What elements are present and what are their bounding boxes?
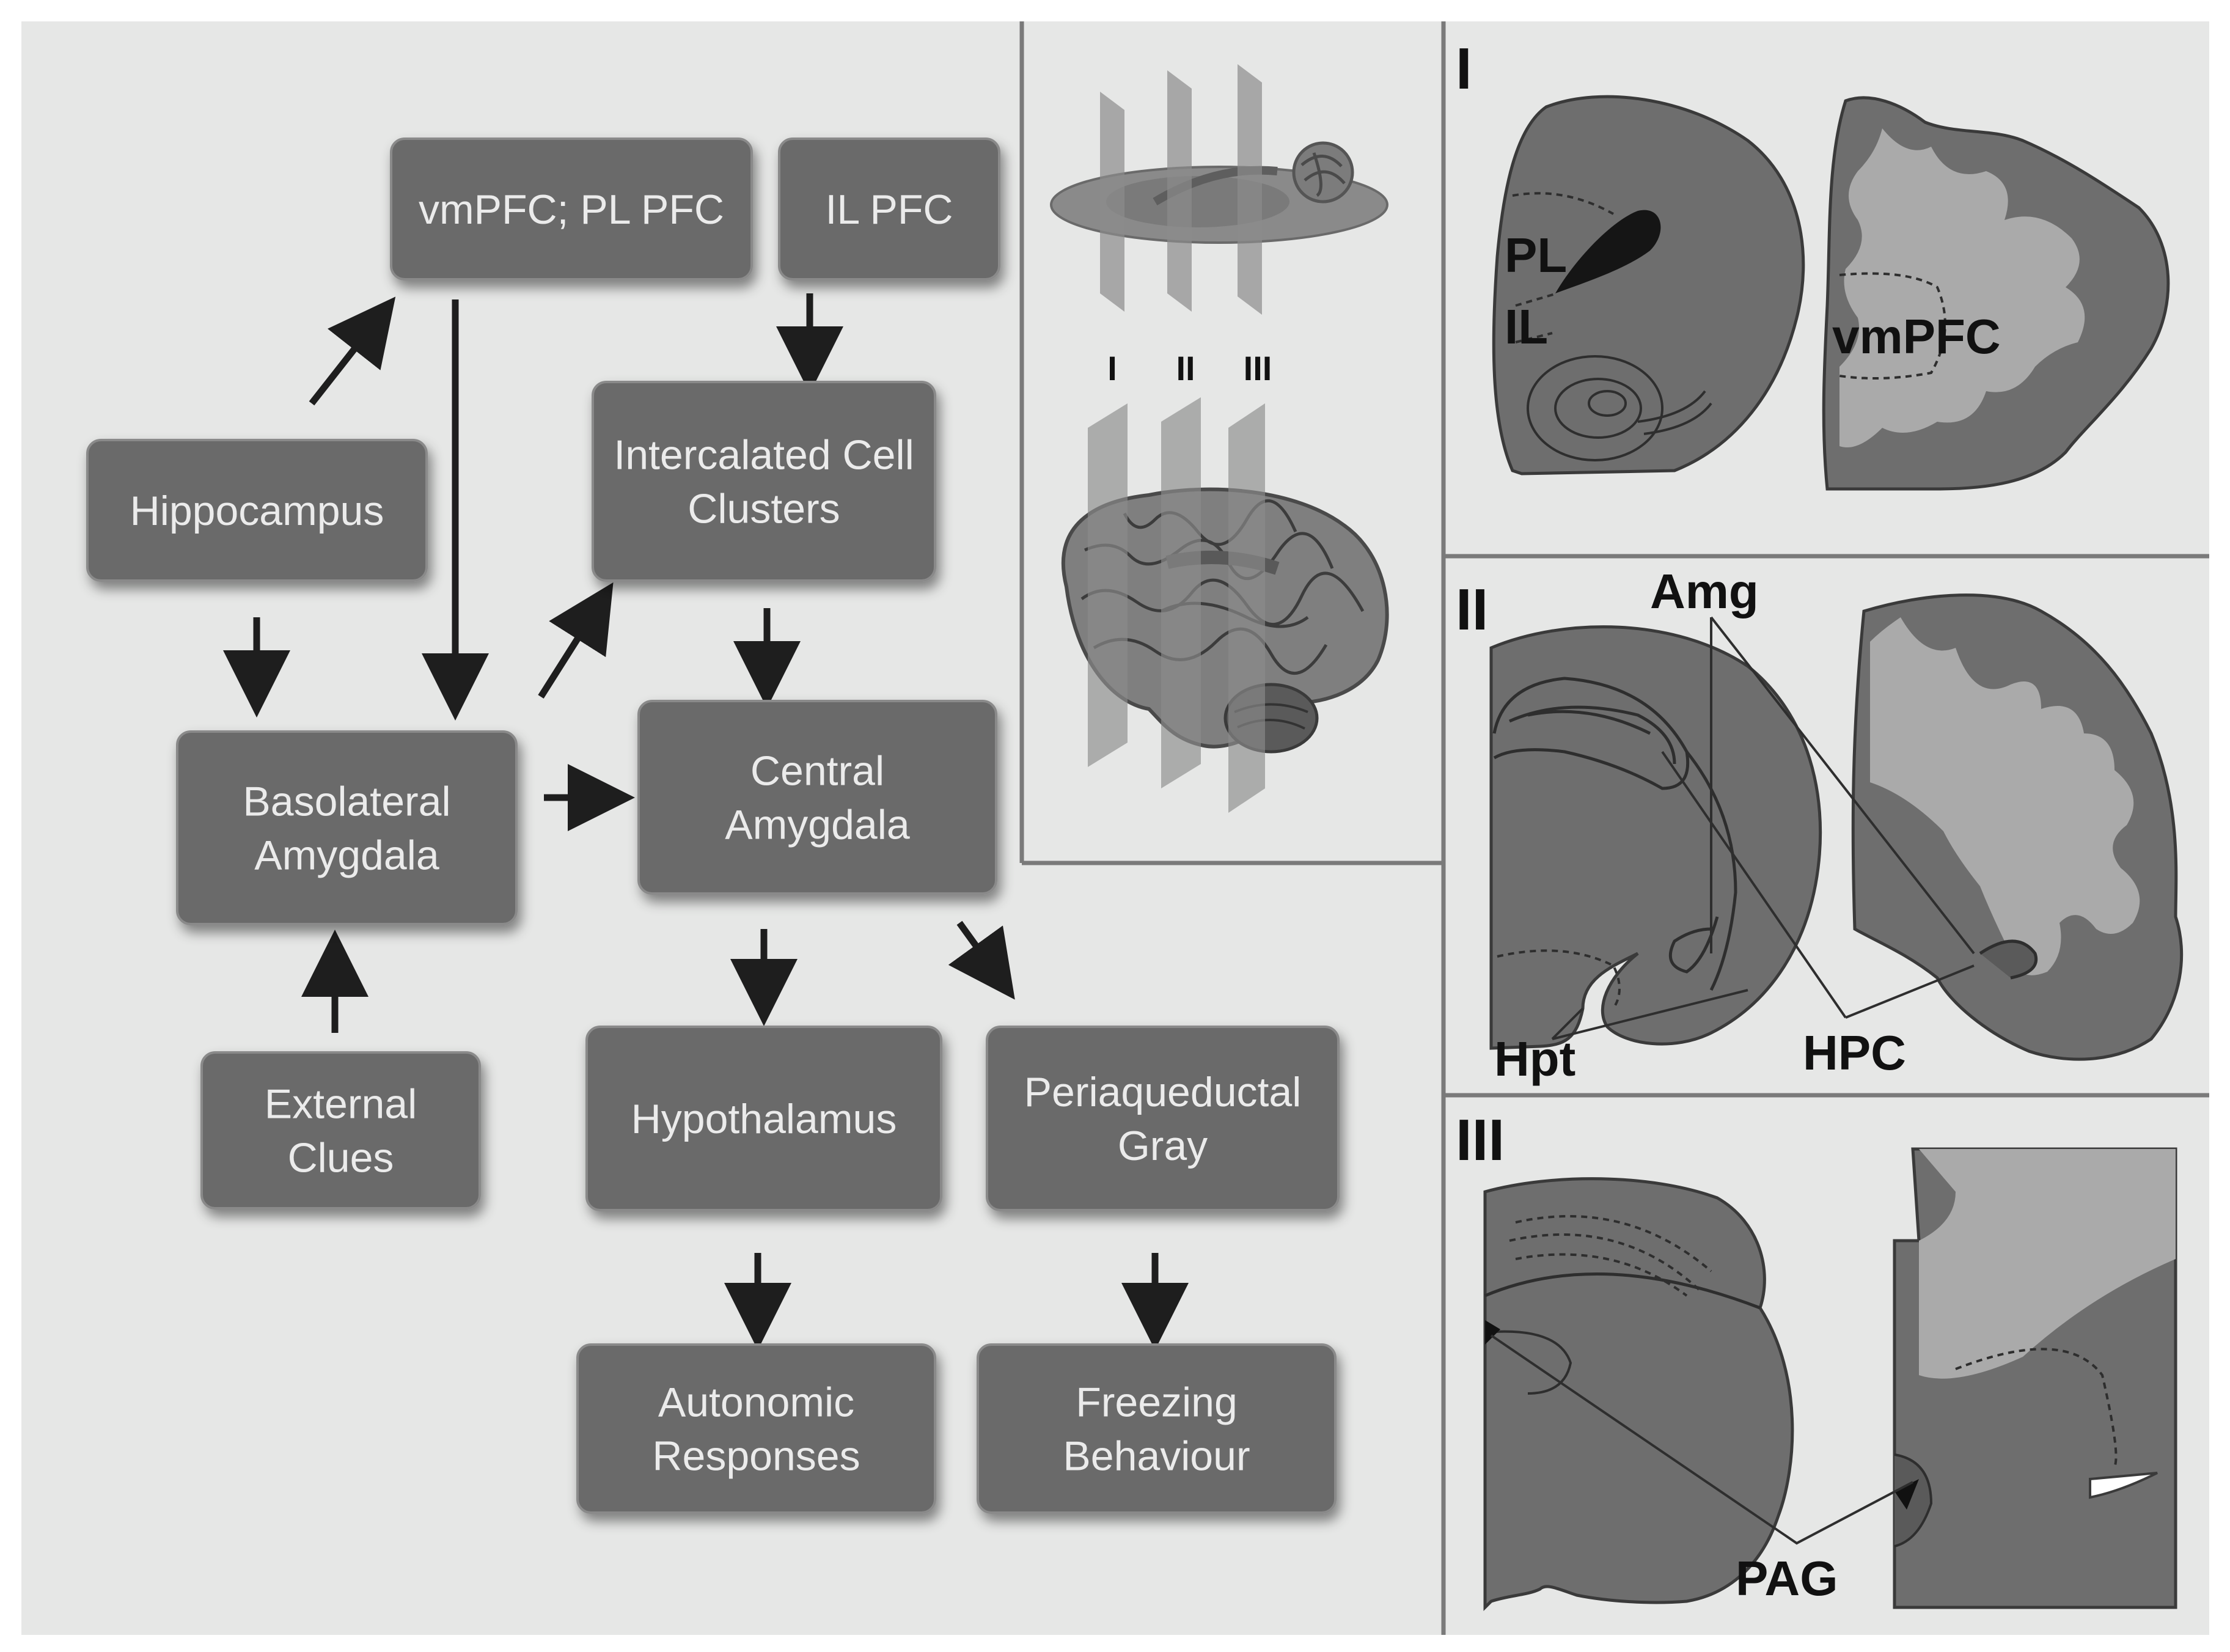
panel-1-numeral: I bbox=[1456, 36, 1472, 101]
node-label: Amygdala bbox=[254, 832, 439, 879]
node-label: Central bbox=[750, 748, 884, 795]
node-box bbox=[977, 1343, 1337, 1514]
node-box bbox=[176, 730, 518, 925]
node-label: IL PFC bbox=[825, 186, 953, 233]
node-box bbox=[585, 1026, 942, 1211]
node-label: Hippocampus bbox=[130, 488, 384, 534]
node-label: Gray bbox=[1118, 1123, 1208, 1169]
plane-label-1: I bbox=[1107, 349, 1117, 387]
panel-2-temporal-sections: II Amg Hpt HPC bbox=[1456, 564, 2184, 1086]
node-label: Basolateral bbox=[243, 779, 450, 825]
node-label: vmPFC; PL PFC bbox=[419, 186, 724, 233]
flowchart-arrows bbox=[223, 293, 1189, 1350]
node-label: Amygdala bbox=[725, 802, 910, 848]
label-amg: Amg bbox=[1650, 564, 1759, 619]
node-label: Hypothalamus bbox=[631, 1096, 897, 1142]
pl-region-shape bbox=[1555, 210, 1661, 293]
panel-dividers bbox=[1019, 21, 2209, 1635]
plane-label-3: III bbox=[1244, 349, 1272, 387]
label-hpt: Hpt bbox=[1494, 1032, 1575, 1086]
node-box bbox=[576, 1343, 936, 1514]
node-label: Clues bbox=[288, 1135, 394, 1181]
node-hippocampus: Hippocampus bbox=[86, 439, 428, 582]
node-box bbox=[592, 381, 936, 582]
panel-2-numeral: II bbox=[1456, 577, 1488, 642]
plane-label-2: II bbox=[1176, 349, 1195, 387]
rat-section-planes bbox=[1100, 64, 1262, 315]
olfactory-structure bbox=[1527, 355, 1712, 461]
panel-3-leader-lines bbox=[1490, 1334, 1913, 1545]
label-pag: PAG bbox=[1736, 1551, 1838, 1606]
rat-coronal-section-1 bbox=[1492, 95, 1805, 475]
panel-3-numeral: III bbox=[1456, 1107, 1505, 1173]
human-white-matter-2 bbox=[1870, 617, 2140, 975]
node-label: Autonomic bbox=[658, 1379, 854, 1426]
section-planes-panel: I II III bbox=[1050, 64, 1389, 813]
node-label: Behaviour bbox=[1063, 1433, 1250, 1480]
node-hypothalamus: Hypothalamus bbox=[585, 1026, 942, 1211]
rat-midbrain-layers bbox=[1509, 1215, 1712, 1297]
node-label: External bbox=[265, 1081, 417, 1128]
human-white-matter-3 bbox=[1919, 1149, 2176, 1379]
panel-3-midbrain-sections: III PAG bbox=[1456, 1107, 2177, 1612]
rat-coronal-section-2 bbox=[1489, 625, 1822, 1050]
label-hpc: HPC bbox=[1803, 1026, 1906, 1080]
label-vmpfc: vmPFC bbox=[1832, 309, 2001, 364]
label-il: IL bbox=[1505, 299, 1548, 354]
node-box bbox=[200, 1051, 481, 1210]
arrow-hippocampus-to-vmpfc-pl bbox=[309, 296, 396, 406]
panel-1-prefrontal-sections: I PL IL vmPFC bbox=[1456, 36, 2170, 491]
node-label: Clusters bbox=[688, 486, 840, 532]
label-pl: PL bbox=[1505, 228, 1567, 282]
node-box bbox=[390, 138, 753, 281]
fear-circuit-flowchart: vmPFC; PL PFC IL PFC Hippocampus Intercalat… bbox=[86, 138, 1340, 1514]
arrow-basolateral-to-intercalated bbox=[538, 582, 614, 699]
human-section-planes bbox=[1088, 397, 1265, 813]
node-label: Intercalated Cell bbox=[614, 432, 914, 479]
node-box bbox=[86, 439, 428, 582]
arrow-central-to-pag bbox=[948, 920, 1015, 1000]
node-label: Periaqueductal bbox=[1024, 1069, 1302, 1115]
human-white-matter-1 bbox=[1839, 128, 2085, 447]
node-label: Responses bbox=[652, 1433, 860, 1480]
node-box bbox=[986, 1026, 1340, 1211]
panel-2-leader-lines bbox=[1551, 616, 1975, 1040]
rat-coronal-section-3 bbox=[1483, 1177, 1794, 1612]
node-il-pfc: IL PFC bbox=[778, 138, 1000, 281]
node-label: Freezing bbox=[1076, 1379, 1238, 1426]
node-vmpfc-pl: vmPFC; PL PFC bbox=[390, 138, 753, 281]
node-box bbox=[778, 138, 1000, 281]
flowchart-nodes: vmPFC; PL PFC IL PFC Hippocampus Intercalat… bbox=[86, 138, 1340, 1514]
node-box bbox=[637, 700, 997, 895]
